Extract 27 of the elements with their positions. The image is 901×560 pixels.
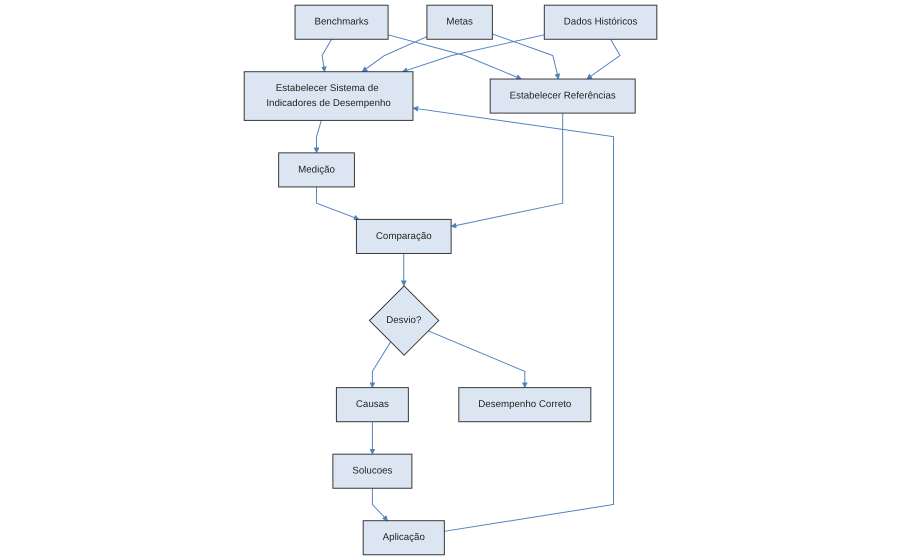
node-box: Benchmarks	[294, 4, 389, 40]
arrow	[321, 38, 332, 72]
arrow	[370, 421, 376, 454]
arrow	[492, 33, 560, 80]
arrow	[370, 342, 392, 388]
node-box: Aplicação	[362, 520, 445, 556]
arrow	[412, 106, 614, 532]
arrow	[450, 112, 564, 228]
arrow	[402, 34, 545, 73]
arrow	[372, 488, 388, 521]
node-box: Desempenho Correto	[458, 387, 592, 422]
node-box: Solucoes	[332, 454, 412, 489]
arrow	[362, 36, 428, 72]
arrow	[316, 186, 360, 220]
arrow	[314, 120, 322, 154]
arrow	[586, 38, 621, 80]
node-diamond: Desvio?	[368, 285, 440, 356]
node-box: Causas	[336, 387, 409, 422]
node-box: Estabelecer Sistema de Indicadores de Desempenho	[244, 71, 414, 121]
arrow	[428, 330, 528, 388]
node-box: Estabelecer Referências	[490, 78, 636, 114]
node-box: Metas	[426, 4, 493, 40]
node-box: Comparação	[356, 218, 452, 254]
node-box: Dados Históricos	[544, 4, 658, 40]
arrow	[400, 253, 407, 286]
arrow	[388, 34, 522, 80]
node-box: Medição	[278, 152, 355, 188]
